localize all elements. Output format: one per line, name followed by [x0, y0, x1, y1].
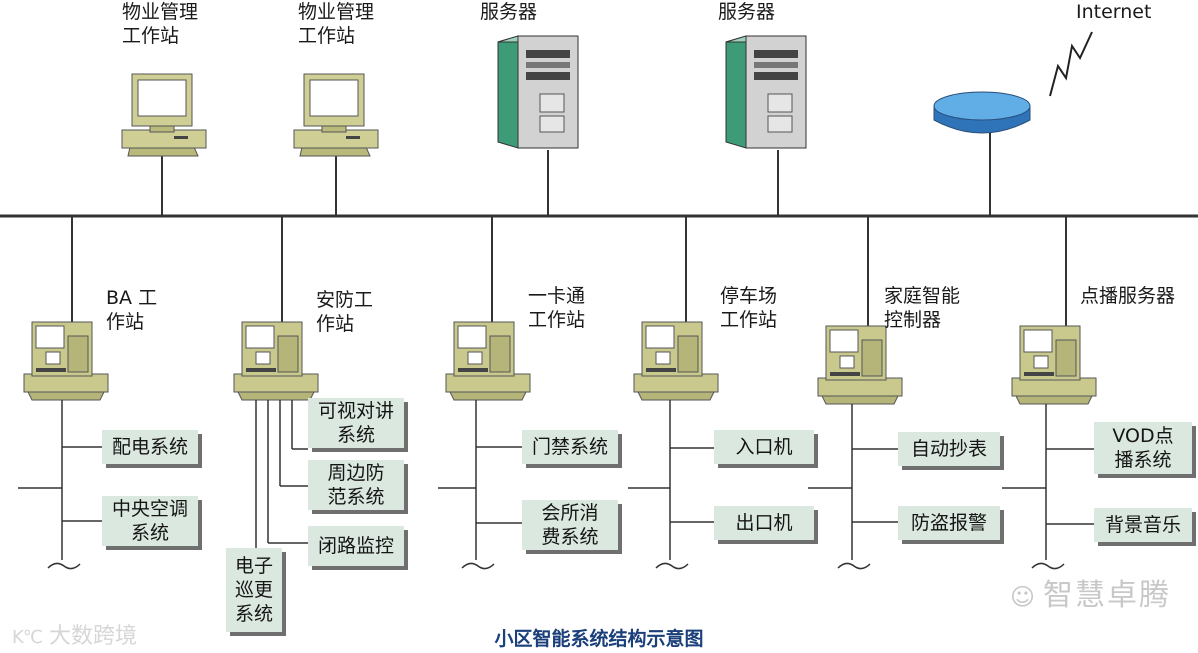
workstation-vod-icon [1011, 325, 1097, 405]
internet-link-icon [1049, 31, 1093, 97]
top-node-label: 服务器 [480, 1, 538, 23]
wechat-icon: ☺ [1010, 583, 1038, 611]
subsystem-box: 入口机 [714, 430, 814, 464]
top-workstation-1-icon [121, 73, 207, 157]
workstation-label: 点播服务器 [1080, 285, 1176, 307]
workstation-label: 一卡通 工作站 [528, 285, 586, 331]
workstation-label: BA 工 作站 [106, 287, 158, 333]
server-2-icon [725, 35, 807, 149]
diagram-title: 小区智能系统结构示意图 [494, 628, 704, 650]
top-node-label: Internet [1076, 1, 1152, 23]
top-node-label: 物业管理 工作站 [298, 1, 375, 47]
subsystem-box: 电子 巡更 系统 [226, 548, 282, 632]
workstation-ba-icon [23, 321, 109, 401]
top-workstation-2-icon [293, 73, 379, 157]
router-icon [933, 91, 1031, 134]
subsystem-box: VOD点 播系统 [1094, 422, 1192, 474]
subsystem-box: 防盗报警 [898, 506, 1000, 540]
subsystem-box: 会所消 费系统 [522, 500, 618, 550]
watermark-text: 智慧卓腾 [1043, 578, 1172, 613]
subsystem-box: 可视对讲 系统 [308, 398, 404, 448]
subsystem-box: 自动抄表 [898, 432, 1000, 466]
workstation-parking-icon [633, 321, 719, 401]
top-node-label: 服务器 [718, 1, 776, 23]
subsystem-box: 闭路监控 [308, 526, 404, 566]
workstation-label: 安防工 作站 [316, 289, 374, 335]
subsystem-box: 中央空调 系统 [102, 496, 198, 546]
subsystem-box: 出口机 [714, 506, 814, 540]
workstation-security-icon [233, 321, 319, 401]
subsystem-box: 配电系统 [102, 430, 198, 464]
top-node-label: 物业管理 工作站 [122, 1, 199, 47]
watermark-left: K℃ 大数跨境 [12, 618, 137, 650]
watermark-right: ☺智慧卓腾 [1010, 570, 1171, 614]
watermark-text: 大数跨境 [49, 624, 138, 649]
subsystem-box: 背景音乐 [1094, 508, 1192, 542]
workstation-label: 停车场 工作站 [720, 285, 778, 331]
subsystem-box: 门禁系统 [522, 430, 618, 464]
workstation-card-icon [445, 321, 531, 401]
workstation-label: 家庭智能 控制器 [884, 285, 961, 331]
server-1-icon [497, 35, 579, 149]
watermark-logo: K℃ [12, 627, 43, 648]
workstation-home-icon [817, 325, 903, 405]
subsystem-box: 周边防 范系统 [308, 460, 404, 510]
